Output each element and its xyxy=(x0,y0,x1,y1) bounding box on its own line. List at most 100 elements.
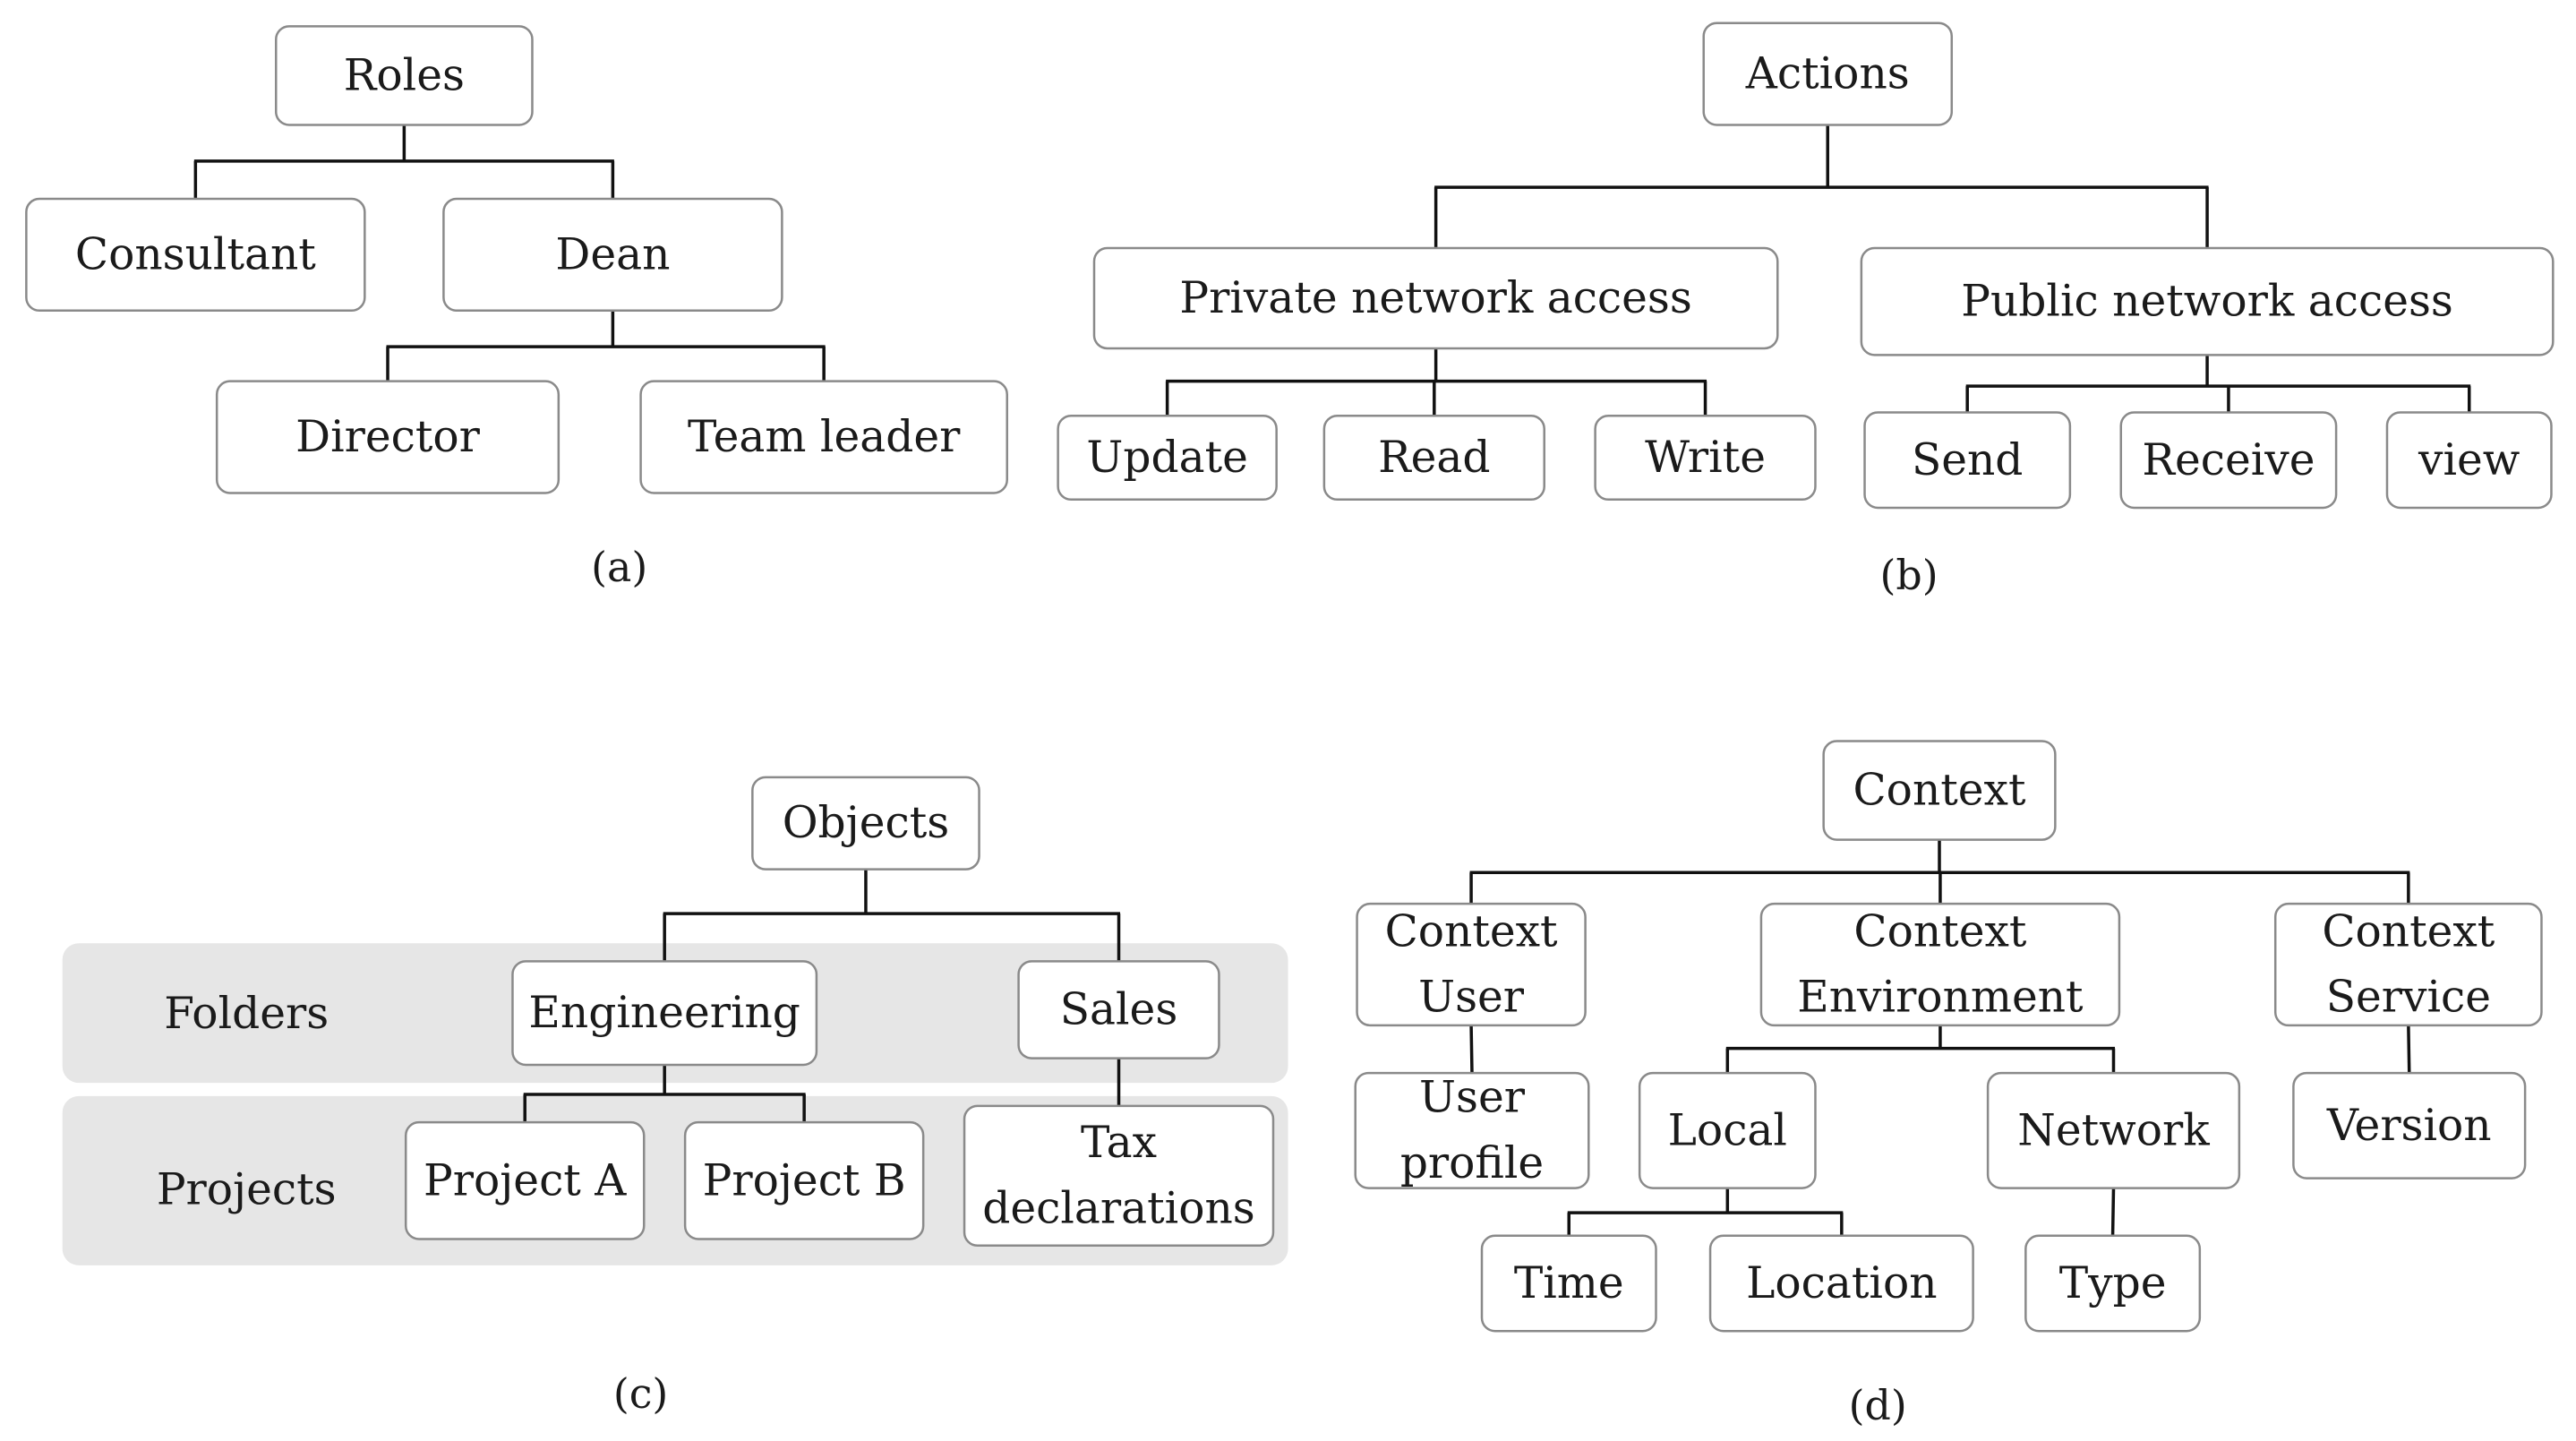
panel-d-node-box-location xyxy=(1708,1234,1974,1333)
panel-d-caption: (d) xyxy=(1849,1381,1907,1429)
panel-a-caption: (a) xyxy=(591,543,647,591)
panel-d-edge-context-user-user-profile xyxy=(1469,1025,1474,1074)
panel-b-node-label-read: Read xyxy=(1378,433,1490,483)
panel-a-node-director: Director xyxy=(215,380,561,494)
panel-d-node-box-time xyxy=(1480,1234,1657,1333)
panel-b-node-label-update: Update xyxy=(1086,433,1247,483)
panel-d-node-type: Type xyxy=(2024,1234,2202,1333)
panel-b-node-update: Update xyxy=(1057,414,1278,502)
panel-a-node-box-director xyxy=(215,380,561,494)
panel-c-node-label-sales: Sales xyxy=(1060,984,1178,1034)
panel-c-node-box-engineering xyxy=(511,960,818,1067)
panel-c-node-sales: Sales xyxy=(1017,960,1220,1059)
panel-d-node-box-context-service xyxy=(2273,902,2543,1027)
panel-a-node-team-leader: Team leader xyxy=(639,380,1008,494)
panel-a-node-label-consultant: Consultant xyxy=(75,229,316,279)
panel-b-node-box-private xyxy=(1092,246,1779,350)
panel-d-node-label-version: Version xyxy=(2326,1101,2492,1151)
panel-a-node-consultant: Consultant xyxy=(25,197,366,313)
panel-b-node-box-send xyxy=(1863,411,2072,510)
panel-b-node-box-update xyxy=(1057,414,1278,502)
panel-d-node-box-type xyxy=(2024,1234,2202,1333)
panel-b-node-send: Send xyxy=(1863,411,2072,510)
panel-b-node-label-view: view xyxy=(2418,435,2520,485)
panel-b-node-view: view xyxy=(2385,411,2553,510)
panel-c-node-box-project-b xyxy=(683,1120,925,1240)
panel-a-node-dean: Dean xyxy=(442,197,783,313)
panel-a-node-label-team-leader: Team leader xyxy=(688,412,961,462)
panel-d-node-box-version xyxy=(2292,1071,2527,1179)
panel-d-node-local: Local xyxy=(1638,1071,1817,1189)
panel-c-node-engineering: Engineering xyxy=(511,960,818,1067)
panel-d-node-label-context: Context xyxy=(1853,766,2025,816)
panel-a-node-box-team-leader xyxy=(639,380,1008,494)
panel-b-node-receive: Receive xyxy=(2119,411,2338,510)
panel-c-node-label-project-b: Project B xyxy=(703,1155,906,1205)
panel-c-band-label-folders: Folders xyxy=(164,989,329,1039)
panel-b-node-box-view xyxy=(2385,411,2553,510)
panel-c-caption: (c) xyxy=(613,1369,668,1418)
panel-c-node-project-b: Project B xyxy=(683,1120,925,1240)
panel-c-node-label-objects: Objects xyxy=(783,798,950,848)
panel-b-node-read: Read xyxy=(1322,414,1545,502)
panel-d-node-label-type: Type xyxy=(2059,1258,2167,1308)
panel-b-node-box-actions xyxy=(1702,21,1954,126)
panel-d-node-network: Network xyxy=(1986,1071,2241,1189)
panel-d-node-label-time: Time xyxy=(1514,1258,1624,1308)
panel-d-node-box-user-profile xyxy=(1354,1071,1590,1189)
panel-d-node-box-local xyxy=(1638,1071,1817,1189)
panel-c-band-label-projects: Projects xyxy=(157,1164,337,1214)
panel-d-node-time: Time xyxy=(1480,1234,1657,1333)
panel-b-node-box-read xyxy=(1322,414,1545,502)
panel-c-node-box-project-a xyxy=(404,1120,646,1240)
panel-b-node-label-receive: Receive xyxy=(2142,435,2315,485)
panel-c-node-box-tax xyxy=(963,1104,1275,1248)
panel-c-node-project-a: Project A xyxy=(404,1120,646,1240)
panel-c-node-objects: Objects xyxy=(751,776,980,871)
panel-a-node-box-dean xyxy=(442,197,783,313)
panel-d-node-box-context-env xyxy=(1759,902,2121,1027)
panel-c-node-label-project-a: Project A xyxy=(424,1155,627,1205)
panel-d-node-label-network: Network xyxy=(2017,1105,2210,1155)
panel-d-node-location: Location xyxy=(1708,1234,1974,1333)
panel-d-node-box-context-user xyxy=(1356,902,1587,1027)
panel-b-node-label-write: Write xyxy=(1645,433,1766,483)
panel-d-node-version: Version xyxy=(2292,1071,2527,1179)
panel-d-node-label-location: Location xyxy=(1746,1258,1937,1308)
panel-a-node-box-roles xyxy=(275,25,534,126)
panel-d-node-label-local: Local xyxy=(1668,1105,1787,1155)
panel-b-node-label-send: Send xyxy=(1912,435,2024,485)
panel-c-node-box-sales xyxy=(1017,960,1220,1059)
panel-b-caption: (b) xyxy=(1879,551,1938,599)
panel-c-node-box-objects xyxy=(751,776,980,871)
panel-b-node-box-public xyxy=(1860,246,2555,356)
panel-a-node-label-dean: Dean xyxy=(555,229,670,279)
panel-b-node-label-actions: Actions xyxy=(1745,49,1910,99)
panel-b-node-public: Public network access xyxy=(1860,246,2555,356)
panel-b-node-label-public: Public network access xyxy=(1961,277,2453,327)
panel-b-node-actions: Actions xyxy=(1702,21,1954,126)
panel-a-node-box-consultant xyxy=(25,197,366,313)
panel-a-node-label-roles: Roles xyxy=(344,50,465,100)
panel-b-node-write: Write xyxy=(1594,414,1817,502)
panel-d-edge-network-type xyxy=(2110,1188,2116,1236)
panel-b-node-box-write xyxy=(1594,414,1817,502)
panel-b-node-private: Private network access xyxy=(1092,246,1779,350)
panel-a-node-label-director: Director xyxy=(295,412,481,462)
panel-c-node-label-engineering: Engineering xyxy=(528,988,800,1038)
panel-a-node-roles: Roles xyxy=(275,25,534,126)
panel-b-node-label-private: Private network access xyxy=(1179,273,1691,323)
panel-b-node-box-receive xyxy=(2119,411,2338,510)
panel-d-node-box-network xyxy=(1986,1071,2241,1189)
